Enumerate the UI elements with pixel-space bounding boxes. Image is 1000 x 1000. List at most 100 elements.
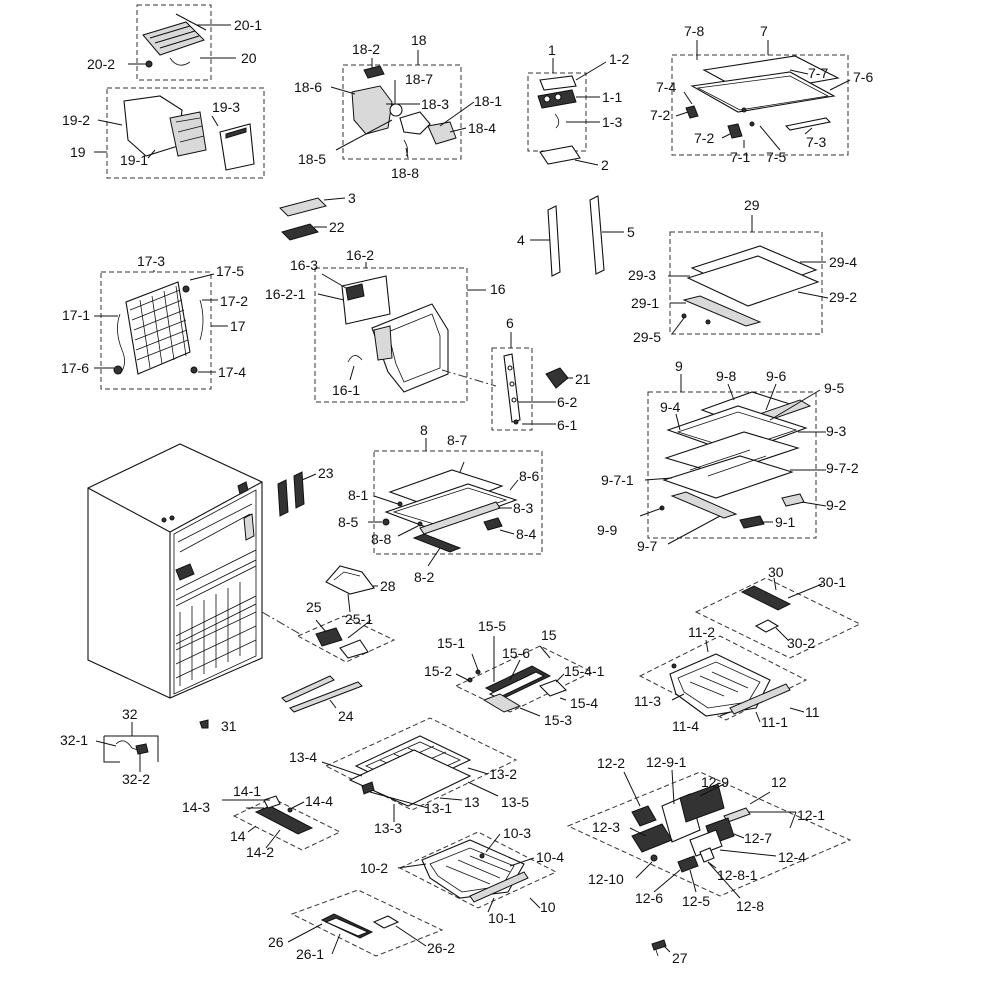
label-12-4: 12-4 (778, 849, 806, 865)
label-29: 29 (744, 197, 760, 213)
label-13-2: 13-2 (489, 766, 517, 782)
part-15-2 (467, 677, 473, 683)
label-12-9-1: 12-9-1 (646, 754, 687, 770)
label-8-3: 8-3 (513, 500, 533, 516)
part-16-3 (345, 283, 365, 301)
part-3: 3 (279, 190, 356, 217)
part-9-1 (739, 515, 765, 529)
part-11-drawer (669, 653, 771, 717)
label-11-4: 11-4 (672, 718, 699, 734)
label-23: 23 (318, 465, 334, 481)
part-18-4 (427, 121, 457, 145)
group-7: 7 7-8 7-7 7-6 7-4 7-2 7-2 7-3 7-1 7-5 (650, 23, 873, 165)
group-8: 8 8-7 8-6 8-1 8-3 8-5 8-4 8-8 8-2 (338, 422, 543, 585)
group-12-box (566, 771, 852, 897)
label-15-4: 15-4 (570, 695, 598, 711)
label-25: 25 (306, 599, 322, 615)
part-6-1 (513, 419, 519, 425)
part-6-2 (503, 353, 521, 423)
label-18-1: 18-1 (474, 93, 502, 109)
label-9-7: 9-7 (637, 538, 657, 554)
part-8-1 (397, 501, 403, 507)
part-9-7-1 (662, 455, 794, 499)
label-29-4: 29-4 (829, 254, 857, 270)
label-17-1: 17-1 (62, 307, 90, 323)
label-17-5: 17-5 (216, 263, 244, 279)
label-15-5: 15-5 (478, 618, 506, 634)
label-32-2: 32-2 (122, 771, 150, 787)
label-19-2: 19-2 (62, 112, 90, 128)
label-28: 28 (380, 578, 396, 594)
label-19-3: 19-3 (212, 99, 240, 115)
label-17: 17 (230, 318, 246, 334)
label-19: 19 (70, 144, 86, 160)
label-20: 20 (241, 50, 257, 66)
part-8-8 (417, 521, 423, 527)
label-17-4: 17-4 (218, 364, 246, 380)
label-7-8: 7-8 (684, 23, 704, 39)
label-9-7-2: 9-7-2 (826, 460, 859, 476)
group-18: 18 18-2 18-7 18-6 18-3 18-1 18-4 18-5 18… (294, 32, 502, 181)
group-14-box (232, 797, 342, 851)
label-8: 8 (420, 422, 428, 438)
part-20-2 (145, 60, 153, 68)
label-12-7: 12-7 (744, 830, 772, 846)
group-29-box (669, 231, 823, 335)
label-25-1: 25-1 (345, 611, 373, 627)
label-19-1: 19-1 (120, 152, 148, 168)
label-12-8: 12-8 (736, 898, 764, 914)
part-18-6 (351, 85, 393, 135)
label-15-6: 15-6 (502, 645, 530, 661)
label-10-2: 10-2 (360, 860, 388, 876)
label-32: 32 (122, 706, 138, 722)
part-4: 4 (517, 205, 561, 277)
refrigerator-cabinet (87, 443, 263, 699)
label-7-4: 7-4 (656, 79, 676, 95)
label-26: 26 (268, 934, 284, 950)
group-9: 9 9-8 9-6 9-5 9-4 9-3 9-7-2 9-7-1 9-2 9-… (597, 358, 859, 554)
label-13: 13 (464, 794, 480, 810)
label-9-5: 9-5 (824, 380, 844, 396)
part-18-8 (403, 139, 408, 157)
part-12-2 (631, 805, 657, 827)
group-13-box (324, 717, 518, 811)
label-29-3: 29-3 (628, 267, 656, 283)
part-23: 23 (277, 465, 334, 517)
part-14-1 (263, 795, 281, 809)
group-17: 17-3 17-5 17-2 17-1 17 17-6 17-4 (61, 253, 248, 390)
part-24: 24 (281, 675, 363, 724)
label-30-2: 30-2 (787, 635, 815, 651)
label-16-3: 16-3 (290, 257, 318, 273)
label-18: 18 (411, 32, 427, 48)
label-8-8: 8-8 (371, 531, 391, 547)
part-18-3 (399, 111, 431, 135)
label-9-2: 9-2 (826, 497, 846, 513)
part-22: 22 (281, 219, 345, 241)
label-11-1: 11-1 (761, 714, 788, 730)
label-14-4: 14-4 (305, 793, 333, 809)
label-10-3: 10-3 (503, 825, 531, 841)
label-12-9: 12-9 (701, 774, 729, 790)
label-11: 11 (805, 704, 820, 720)
part-1-2 (539, 75, 577, 91)
label-17-6: 17-6 (61, 360, 89, 376)
label-18-4: 18-4 (468, 120, 496, 136)
label-7-3: 7-3 (806, 134, 826, 150)
label-10-4: 10-4 (536, 849, 564, 865)
part-29-3 (686, 255, 820, 307)
group-6: 6 6-2 6-1 (441, 315, 577, 433)
part-11-2-dot (671, 663, 677, 669)
part-26-2 (372, 915, 400, 929)
label-18-2: 18-2 (352, 41, 380, 57)
group-29: 29 29-4 29-3 29-2 29-1 29-5 (628, 197, 857, 345)
part-9-2 (781, 493, 805, 507)
part-12-4 (689, 829, 723, 857)
label-20-1: 20-1 (234, 17, 262, 33)
group-17-box (100, 271, 212, 390)
label-7-2a: 7-2 (650, 107, 670, 123)
part-18-7 (389, 103, 403, 117)
group-8-box (373, 450, 543, 555)
label-9-9: 9-9 (597, 522, 617, 538)
group-26-box (290, 889, 444, 957)
group-20: 20-1 20 20-2 (87, 4, 262, 81)
